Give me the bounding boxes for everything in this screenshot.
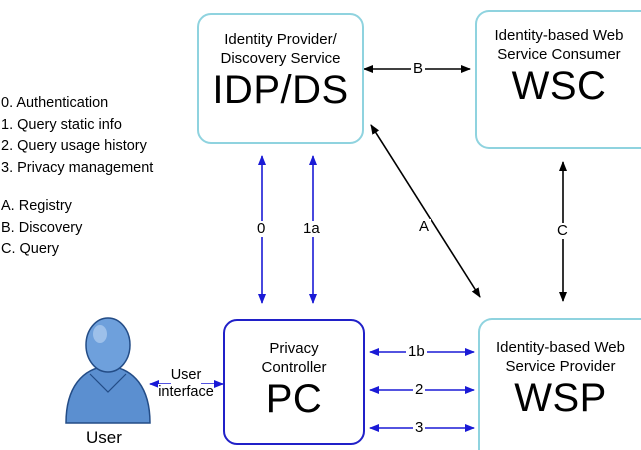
wsc-title: WSC (511, 64, 607, 108)
legend-item-3: 3. Privacy management (1, 159, 154, 176)
user-interface-line1: User (170, 367, 202, 384)
user-interface-line2: interface (158, 384, 214, 401)
legend-item-b: B. Discovery (1, 219, 83, 236)
idp-ds-subtitle-line1: Identity Provider/ (224, 31, 337, 48)
wsp-subtitle-line2: Service Provider (505, 358, 616, 375)
edge-0-label: 0 (255, 220, 268, 237)
edge-1a-label: 1a (301, 220, 322, 237)
user-label: User (86, 428, 122, 447)
legend-item-c: C. Query (1, 241, 60, 257)
idp-ds-node: Identity Provider/ Discovery Service IDP… (197, 13, 364, 144)
edge-a-label: A (417, 218, 432, 235)
pc-subtitle-line2: Controller (261, 359, 327, 376)
edge-3-label: 3 (413, 419, 426, 436)
wsp-node: Identity-based Web Service Provider WSP (478, 318, 641, 450)
user-interface-label: User interface (150, 367, 222, 401)
pc-subtitle-line1: Privacy (269, 340, 319, 357)
edge-1b-label: 1b (406, 343, 427, 360)
idp-ds-title: IDP/DS (212, 68, 349, 112)
pc-node: Privacy Controller PC (223, 319, 365, 445)
legend-item-1: 1. Query static info (1, 116, 122, 133)
idp-ds-subtitle-line2: Discovery Service (220, 50, 341, 67)
legend-item-2: 2. Query usage history (1, 138, 147, 154)
legend-item-0: 0. Authentication (1, 95, 109, 111)
edge-b-label: B (411, 60, 426, 77)
wsp-title: WSP (514, 376, 607, 420)
edge-c-label: C (555, 222, 570, 239)
wsc-node: Identity-based Web Service Consumer WSC (475, 10, 641, 149)
wsp-subtitle-line1: Identity-based Web (496, 339, 625, 356)
legend-item-a: A. Registry (1, 198, 72, 214)
edge-2-label: 2 (413, 381, 426, 398)
wsc-subtitle-line2: Service Consumer (497, 46, 621, 63)
legend-numbers: 0. Authentication 1. Query static info 2… (1, 93, 153, 179)
legend-letters: A. Registry B. Discovery C. Query (1, 196, 82, 261)
wsc-subtitle-line1: Identity-based Web (494, 27, 624, 44)
user-icon (65, 317, 151, 424)
pc-title: PC (265, 377, 323, 421)
edge-a-arrow (370, 124, 481, 298)
